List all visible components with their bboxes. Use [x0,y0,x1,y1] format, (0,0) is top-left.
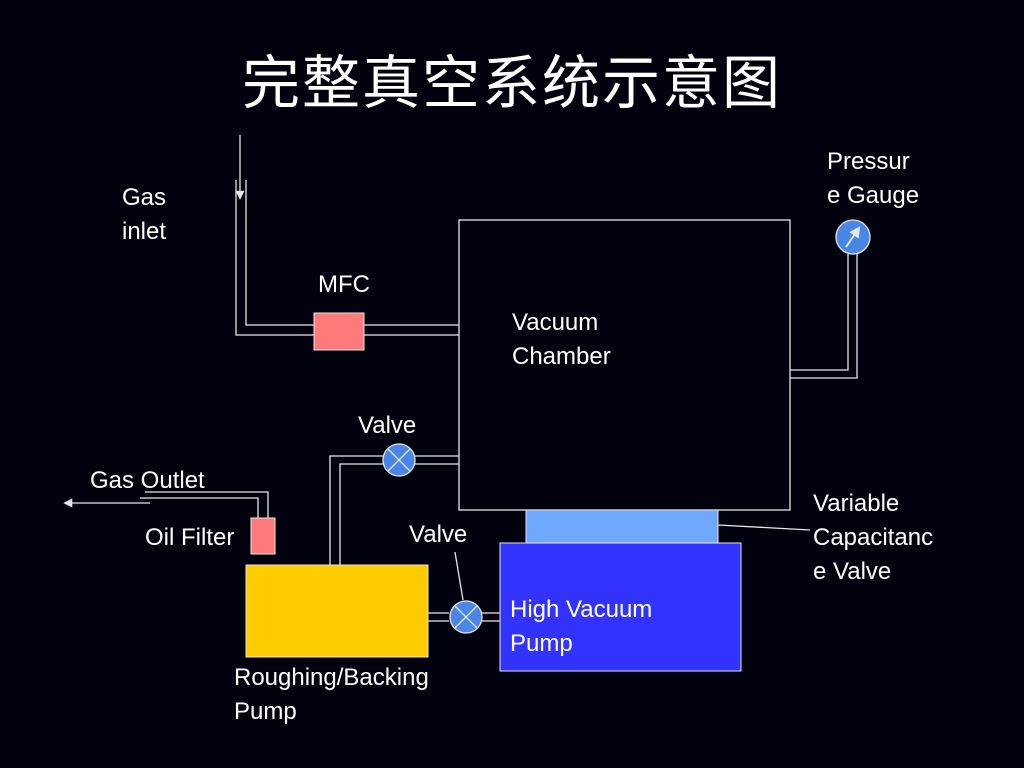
gas-outlet-label: Gas Outlet [90,467,205,494]
vacuum-chamber [458,219,791,511]
roughing-to-valve-pipe [428,612,449,622]
variable-capacitance-valve-label: Variable Capacitanc e Valve [813,490,934,585]
valve-upper-icon [382,443,416,477]
gas-inlet-pipe [235,180,314,336]
valve-to-hvpump-pipe [482,612,500,622]
valve-to-roughing-pipe [329,455,383,565]
high-vacuum-pump [499,542,742,672]
oil-filter-label: Oil Filter [145,524,235,551]
valve-lower-label: Valve [409,521,468,548]
gauge-pipe [790,254,858,379]
mfc-to-chamber-pipe [364,324,459,336]
high-vacuum-pump-label: High Vacuum Pump [510,596,653,657]
chamber-to-valve-pipe [415,455,459,465]
vacuum-chamber-label: Vacuum Chamber [512,309,611,370]
roughing-pump-label: Roughing/Backing Pump [234,664,429,725]
gas-inlet-label: Gas inlet [122,184,167,245]
valve-upper-label: Valve [358,412,417,439]
page-title: 完整真空系统示意图 [241,49,782,117]
mfc-block [313,312,365,351]
oil-filter [250,517,276,555]
pressure-gauge-label: Pressur e Gauge [827,148,920,209]
valve-lower-icon [449,600,483,634]
variable-capacitance-valve [525,509,719,545]
capacitance-valve-leader [717,524,811,531]
mfc-label: MFC [318,271,370,298]
pressure-gauge-icon [835,219,871,255]
roughing-pump [245,564,429,658]
valve-label-leader [454,551,464,601]
oil-filter-pipe [140,491,269,518]
